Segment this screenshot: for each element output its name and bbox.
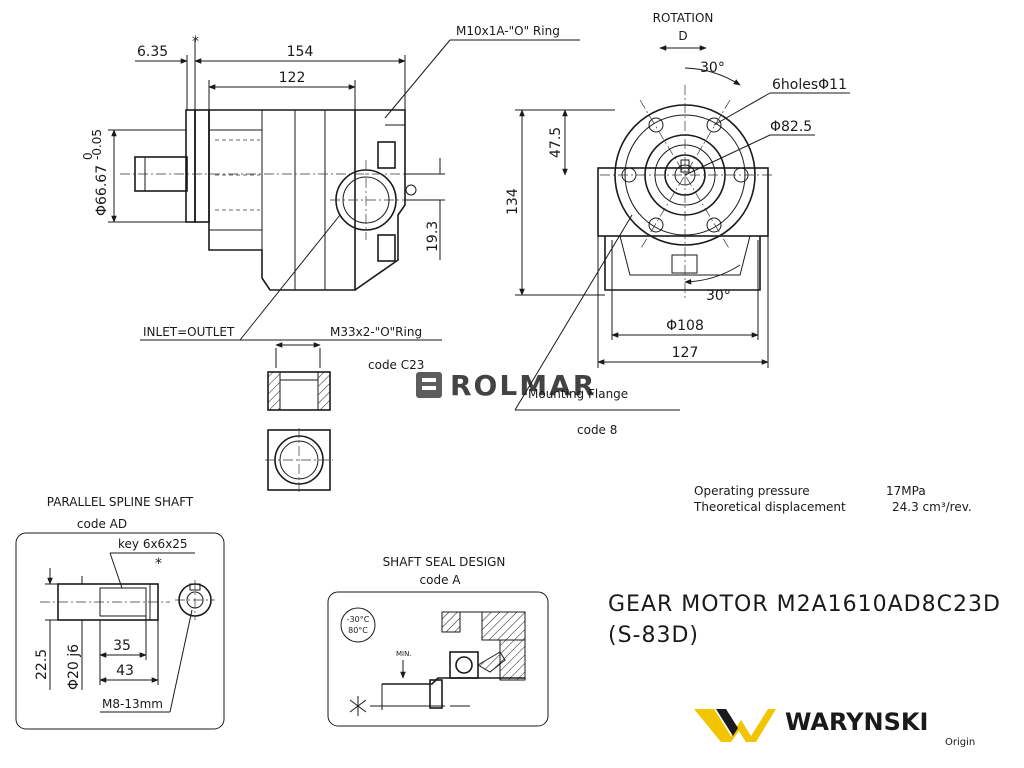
rotation-label: ROTATION <box>653 11 714 25</box>
mounting-flange-code: code 8 <box>577 423 617 437</box>
warynski-logo-mark <box>694 709 776 742</box>
warynski-logo: WARYNSKI Origin <box>694 708 975 748</box>
dim-19-3: 19.3 <box>425 221 441 252</box>
thread-label: M8-13mm <box>102 697 163 711</box>
dim-127: 127 <box>672 345 699 361</box>
product-title-line1: GEAR MOTOR M2A1610AD8C23D <box>608 592 1001 617</box>
dim-43: 43 <box>116 663 134 679</box>
specifications: Operating pressure 17MPa Theoretical dis… <box>693 484 972 514</box>
dim-20-j6: Φ20 j6 <box>66 644 82 690</box>
rolmar-watermark: ROLMAR <box>416 369 596 402</box>
dim-35: 35 <box>113 638 131 654</box>
shaft-seal-detail: SHAFT SEAL DESIGN code A -30°C 80°C MIN. <box>327 555 549 727</box>
seal-title: SHAFT SEAL DESIGN <box>383 555 506 569</box>
displacement-value: 24.3 cm³/rev. <box>892 500 972 514</box>
port-code-label: code C23 <box>368 358 424 372</box>
product-title-line2: (S-83D) <box>608 623 699 648</box>
angle-bottom: 30° <box>706 288 731 304</box>
drain-port-label: M10x1A-"O" Ring <box>456 24 560 38</box>
angle-top: 30° <box>700 60 725 76</box>
key-label: key 6x6x25 <box>118 537 188 551</box>
dim-22-5: 22.5 <box>34 649 50 680</box>
front-view: ROTATION D 30° 30° 6holesΦ11 <box>505 11 850 437</box>
dim-shaft-diameter: Φ66.67 <box>94 165 110 216</box>
mounting-flange-label: Mounting Flange <box>528 387 628 401</box>
seal-code: code A <box>420 573 462 587</box>
spline-asterisk: * <box>155 556 162 572</box>
dim-108: Φ108 <box>666 318 704 334</box>
temp-low: -30°C <box>347 615 370 624</box>
side-view: 6.35 * 154 122 Φ66.67 -0.05 0 19.3 M10x1… <box>81 24 580 492</box>
temp-high: 80°C <box>348 626 368 635</box>
pressure-label: Operating pressure <box>694 484 810 498</box>
spline-shaft-detail: PARALLEL SPLINE SHAFT code AD key 6x6x25… <box>15 495 225 730</box>
rotation-letter: D <box>678 29 687 43</box>
pressure-value: 17MPa <box>886 484 926 498</box>
dim-134: 134 <box>505 188 521 215</box>
brand-sub: Origin <box>945 737 975 748</box>
inlet-outlet-label: INLET=OUTLET <box>143 325 235 339</box>
dim-154: 154 <box>287 44 314 60</box>
displacement-label: Theoretical displacement <box>693 500 846 514</box>
dim-122: 122 <box>279 70 306 86</box>
watermark-text: ROLMAR <box>450 369 596 402</box>
dim-shaft-tolerance-top: 0 <box>81 152 95 160</box>
product-title: GEAR MOTOR M2A1610AD8C23D (S-83D) <box>608 592 1001 648</box>
dim-47-5: 47.5 <box>548 127 564 158</box>
spline-code: code AD <box>77 517 127 531</box>
holes-label: 6holesΦ11 <box>772 77 847 93</box>
pcd-label: Φ82.5 <box>770 119 812 135</box>
min-label: MIN. <box>396 650 412 658</box>
port-thread-label: M33x2-"O"Ring <box>330 325 422 339</box>
asterisk-mark: * <box>192 34 199 50</box>
dim-6-35: 6.35 <box>137 44 168 60</box>
brand-name: WARYNSKI <box>785 708 928 736</box>
spline-title: PARALLEL SPLINE SHAFT <box>47 495 194 509</box>
dim-shaft-tolerance: -0.05 <box>90 129 104 160</box>
